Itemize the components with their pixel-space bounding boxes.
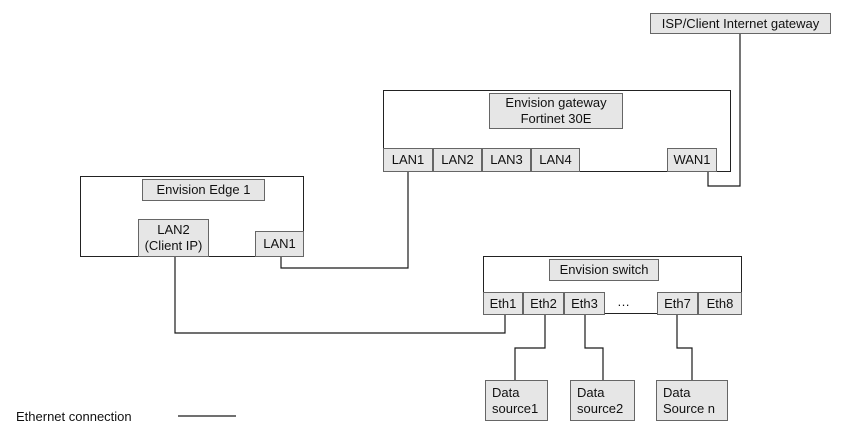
edge-port-lan1-label: LAN1 bbox=[263, 236, 296, 251]
envision-switch: Envision switch Eth1 Eth2 Eth3 … Eth7 Et… bbox=[483, 256, 742, 315]
data-source-2-line2: source2 bbox=[577, 400, 624, 416]
edge-title: Envision Edge 1 bbox=[142, 179, 265, 201]
data-source-n-line1: Data bbox=[663, 384, 691, 400]
wire-wan1-isp bbox=[707, 33, 741, 187]
wire-eth2-source1 bbox=[514, 314, 546, 380]
isp-gateway-label: ISP/Client Internet gateway bbox=[661, 15, 820, 31]
data-source-1-line2: source1 bbox=[492, 400, 539, 416]
gateway-port-lan2-label: LAN2 bbox=[441, 152, 474, 167]
switch-port-eth3: Eth3 bbox=[564, 292, 605, 315]
switch-ports-ellipsis: … bbox=[617, 294, 630, 309]
switch-port-eth1: Eth1 bbox=[483, 292, 523, 315]
switch-port-eth1-label: Eth1 bbox=[489, 295, 517, 311]
switch-port-eth3-label: Eth3 bbox=[571, 295, 598, 311]
gateway-title-line1: Envision gateway bbox=[505, 95, 607, 110]
legend-label: Ethernet connection bbox=[16, 409, 132, 424]
wire-eth3-source2 bbox=[584, 314, 604, 380]
switch-port-eth2: Eth2 bbox=[523, 292, 564, 315]
switch-title: Envision switch bbox=[549, 259, 659, 281]
gateway-title: Envision gateway Fortinet 30E bbox=[489, 93, 623, 129]
gateway-title-line2: Fortinet 30E bbox=[520, 111, 592, 126]
wire-eth7-sourcen bbox=[676, 314, 693, 380]
switch-port-eth2-label: Eth2 bbox=[530, 295, 557, 311]
isp-gateway: ISP/Client Internet gateway bbox=[650, 13, 831, 34]
data-source-2-line1: Data bbox=[577, 384, 605, 400]
gateway-port-lan2: LAN2 bbox=[433, 148, 482, 172]
data-source-n-line2: Source n bbox=[663, 400, 716, 416]
gateway-port-wan1-label: WAN1 bbox=[673, 152, 711, 167]
gateway-port-lan3-label: LAN3 bbox=[490, 152, 523, 167]
switch-port-eth8-label: Eth8 bbox=[706, 295, 734, 311]
switch-port-eth8: Eth8 bbox=[698, 292, 742, 315]
data-source-1: Data source1 bbox=[485, 380, 548, 421]
edge-port-lan2-line1: LAN2 bbox=[157, 222, 190, 237]
wire-edge-lan2-eth1 bbox=[174, 257, 506, 334]
gateway-port-wan1: WAN1 bbox=[667, 148, 717, 172]
gateway-port-lan4: LAN4 bbox=[531, 148, 580, 172]
switch-title-label: Envision switch bbox=[559, 262, 649, 277]
envision-edge: Envision Edge 1 LAN2 (Client IP) LAN1 bbox=[80, 176, 304, 257]
edge-port-lan2-line2: (Client IP) bbox=[144, 238, 203, 253]
wire-gw-lan1-edge-lan1 bbox=[280, 172, 409, 269]
data-source-2: Data source2 bbox=[570, 380, 635, 421]
edge-title-label: Envision Edge 1 bbox=[156, 182, 251, 197]
gateway-port-lan3: LAN3 bbox=[482, 148, 531, 172]
envision-gateway: Envision gateway Fortinet 30E LAN1 LAN2 … bbox=[383, 90, 731, 172]
edge-port-lan1: LAN1 bbox=[255, 231, 304, 257]
switch-port-eth7: Eth7 bbox=[657, 292, 698, 315]
gateway-port-lan1: LAN1 bbox=[383, 148, 433, 172]
gateway-port-lan1-label: LAN1 bbox=[391, 152, 425, 167]
data-source-1-line1: Data bbox=[492, 384, 520, 400]
data-source-n: Data Source n bbox=[656, 380, 728, 421]
gateway-port-lan4-label: LAN4 bbox=[539, 152, 572, 167]
switch-port-eth7-label: Eth7 bbox=[664, 295, 691, 311]
edge-port-lan2: LAN2 (Client IP) bbox=[138, 219, 209, 257]
